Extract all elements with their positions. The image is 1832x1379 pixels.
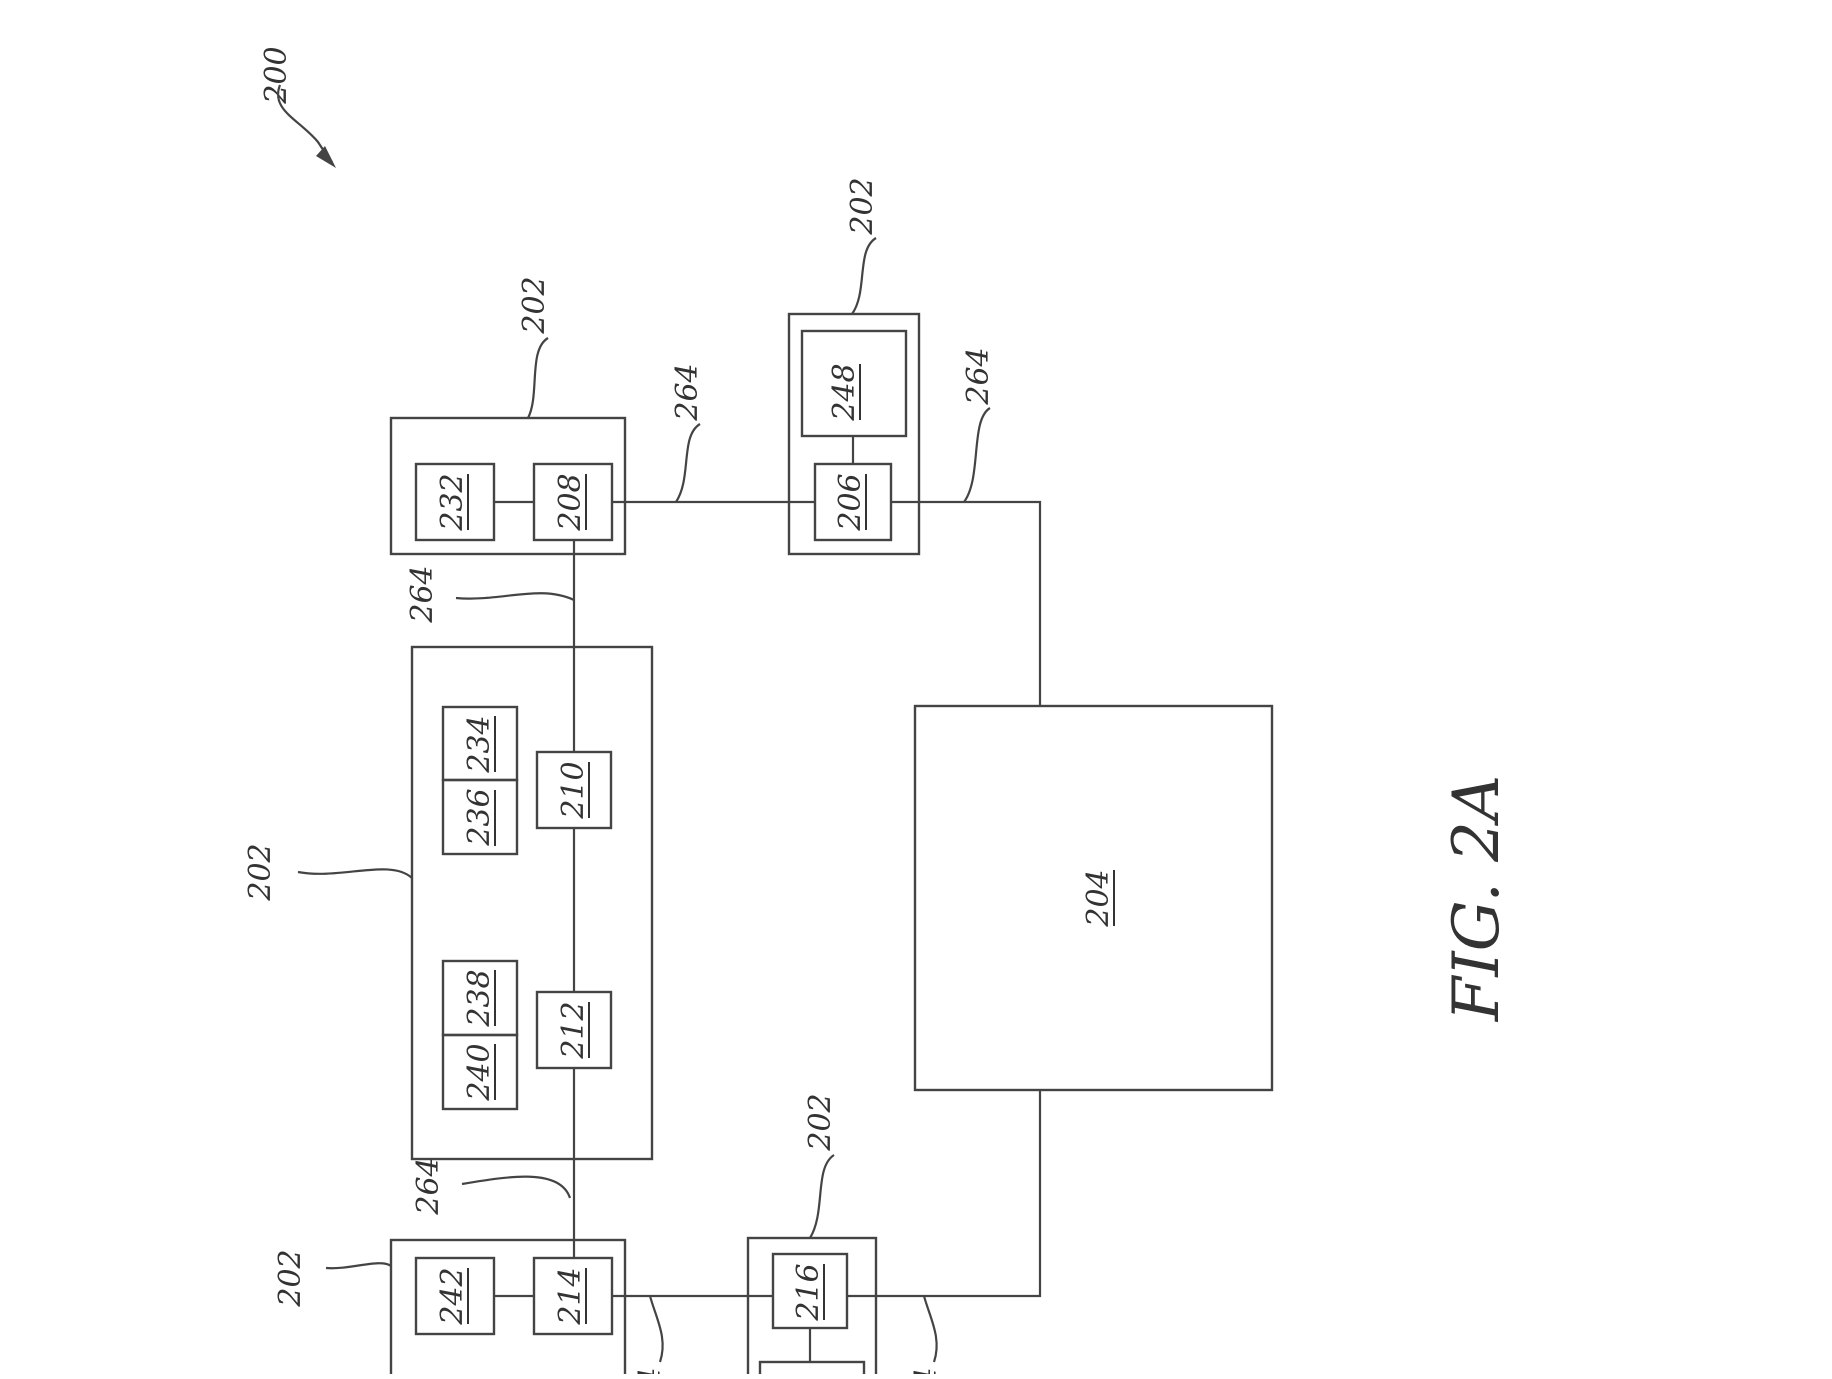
component-212-label: 212	[556, 1001, 591, 1059]
node-bottom-small-inner-box	[758, 1360, 866, 1379]
component-232-label: 232	[435, 473, 470, 531]
component-240-box	[441, 1033, 519, 1111]
central-204-box	[913, 704, 1274, 1092]
node-top-small-box	[787, 312, 921, 556]
leader-202-node-top-small	[851, 237, 877, 315]
component-236-box	[441, 778, 519, 856]
callout-202-node-top-small: 202	[845, 177, 880, 235]
callout-264-bottom-vertical: 264	[411, 1157, 446, 1215]
callout-264-right: 264	[961, 347, 996, 405]
component-214-label: 214	[553, 1267, 588, 1325]
callout-202-node-bottom-small: 202	[803, 1093, 838, 1151]
leader-202-node-middle	[297, 868, 413, 879]
component-216-label: 216	[791, 1263, 826, 1321]
node-middle-box	[410, 645, 654, 1161]
callout-264-bottom-left: 264	[633, 1367, 668, 1374]
callout-264-bottom-right: 264	[909, 1367, 944, 1374]
component-240-label: 240	[462, 1043, 497, 1101]
figure-label: FIG. 2A	[1440, 775, 1514, 1022]
leader-264-bottom-left	[648, 1295, 664, 1363]
callout-202-node-middle: 202	[243, 843, 278, 901]
leader-202-node-top	[527, 337, 549, 419]
leader-264-right	[963, 407, 991, 503]
node-bottom-small-box	[746, 1236, 878, 1379]
leader-264-bottom-vertical	[461, 1175, 572, 1199]
node-bottom-box	[389, 1238, 627, 1379]
callout-202-node-top: 202	[517, 276, 552, 334]
callout-264-top-horizontal: 264	[670, 363, 705, 421]
wire-216-204	[847, 1090, 1042, 1298]
wire-206-204	[891, 500, 1042, 706]
system-arrowhead	[316, 146, 336, 168]
component-248-label: 248	[827, 363, 862, 421]
leader-264-top-horizontal	[675, 423, 701, 503]
callout-202-node-bottom: 202	[273, 1249, 308, 1307]
component-206-label: 206	[833, 473, 868, 531]
central-204-label: 204	[1081, 869, 1116, 927]
component-208-label: 208	[553, 473, 588, 531]
component-236-label: 236	[462, 788, 497, 846]
leader-264-bottom-right	[922, 1295, 938, 1363]
component-242-label: 242	[435, 1267, 470, 1325]
component-238-label: 238	[462, 969, 497, 1027]
label-system-200: 200	[259, 46, 294, 104]
callout-264-top-vertical: 264	[405, 565, 440, 623]
leader-202-node-bottom	[325, 1262, 392, 1270]
node-top-box	[389, 416, 627, 556]
component-210-label: 210	[556, 761, 591, 819]
component-234-label: 234	[462, 715, 497, 773]
leader-202-node-bottom-small	[809, 1154, 835, 1239]
leader-264-top-vertical	[455, 592, 575, 601]
